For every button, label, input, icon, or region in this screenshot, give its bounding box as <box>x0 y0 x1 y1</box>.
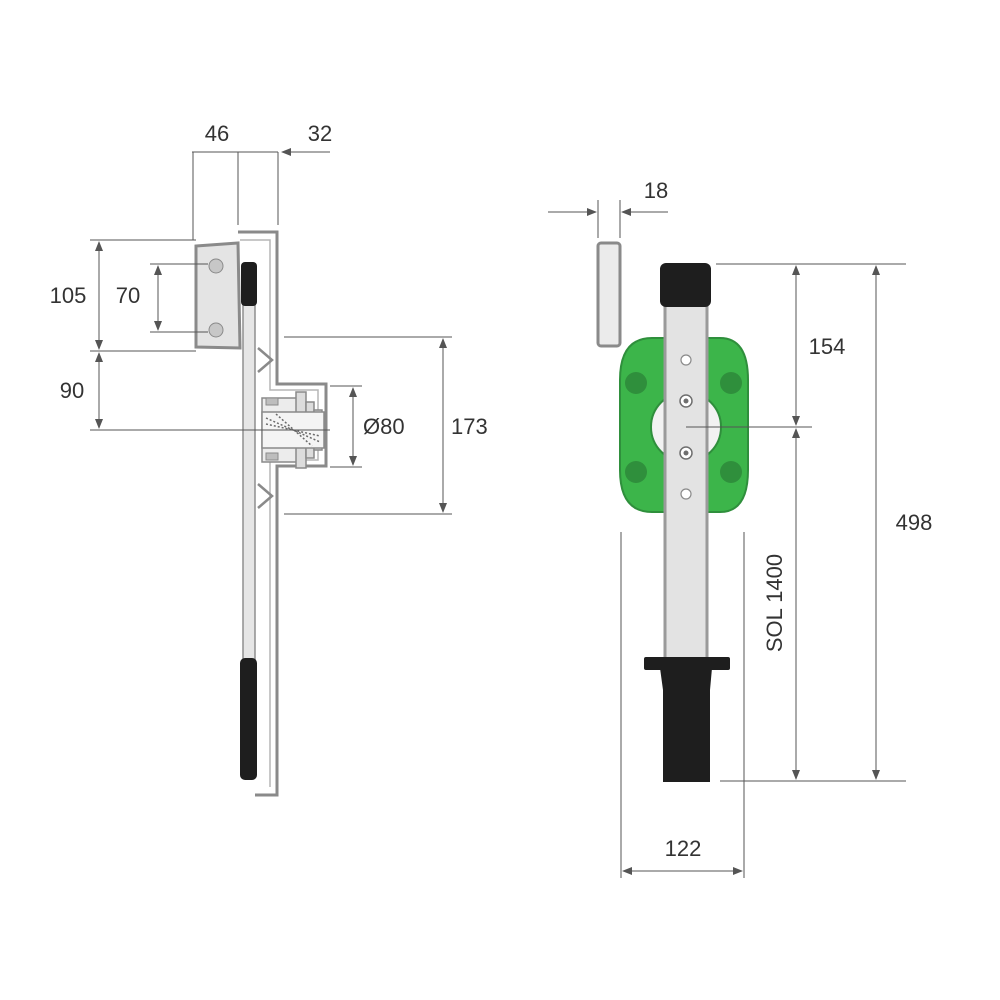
side-view: 46 32 105 70 90 Ø80 173 <box>50 121 488 797</box>
front-grip <box>660 668 712 782</box>
front-flange-bolt-bl <box>625 461 647 483</box>
front-view: 18 154 SOL 1400 498 122 <box>548 178 932 878</box>
front-rod <box>663 290 709 668</box>
side-bracket-hole-top <box>208 258 224 274</box>
dim-offset-axis: 90 <box>60 378 84 403</box>
front-grip-collar <box>644 657 730 670</box>
front-rod-cap <box>660 263 711 307</box>
dim-plate-height: 173 <box>451 414 488 439</box>
side-grip <box>240 658 257 780</box>
front-flange-bolt-br <box>720 461 742 483</box>
front-flange-bolt-tr <box>720 372 742 394</box>
side-chevron-top <box>257 347 274 373</box>
dim-axis-to-floor: SOL 1400 <box>762 554 787 652</box>
dim-top-to-axis: 154 <box>809 334 846 359</box>
side-chevron-bottom <box>257 483 274 509</box>
dim-height-bracket: 105 <box>50 283 87 308</box>
dim-width-left: 46 <box>205 121 229 146</box>
dim-total-length: 498 <box>896 510 933 535</box>
side-bracket-hole-bottom <box>208 322 224 338</box>
dim-base-width: 122 <box>665 836 702 861</box>
dim-thickness: 18 <box>644 178 668 203</box>
side-bracket <box>194 241 242 350</box>
front-rod-hole-1 <box>680 354 692 366</box>
front-rod-hole-2-pin <box>683 398 689 404</box>
side-wall-plate <box>238 230 328 797</box>
front-rod-hole-4 <box>680 488 692 500</box>
side-rod-cap <box>241 262 257 306</box>
dim-width-right: 32 <box>308 121 332 146</box>
front-rod-hole-3-pin <box>683 450 689 456</box>
dim-diameter: Ø80 <box>363 414 405 439</box>
front-washer <box>596 241 622 348</box>
front-flange-bolt-tl <box>625 372 647 394</box>
dim-hole-spacing: 70 <box>116 283 140 308</box>
